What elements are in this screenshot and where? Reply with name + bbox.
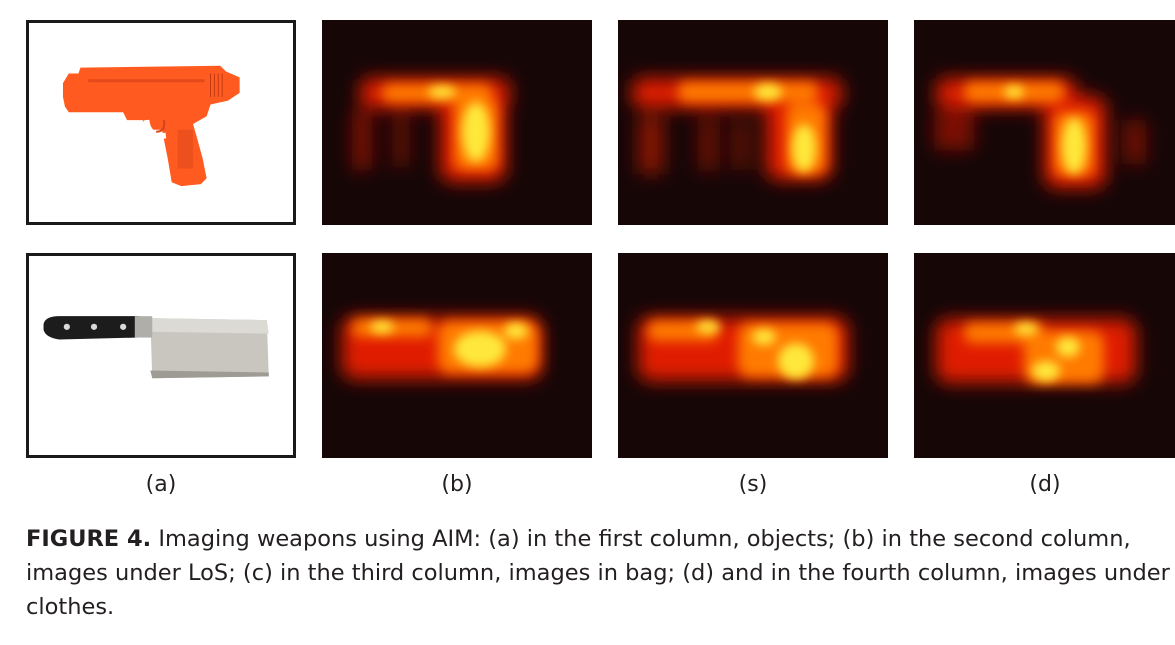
cleaver-clothes-heatmap xyxy=(914,253,1175,458)
heatmap-image xyxy=(934,78,1146,188)
column-label-a: (a) xyxy=(145,472,177,497)
heatmap-image xyxy=(342,317,542,379)
heatmap-image xyxy=(632,78,842,180)
cleaver-knife-image xyxy=(43,316,269,379)
figure-caption: FIGURE 4. Imaging weapons using AIM: (a)… xyxy=(26,522,1171,624)
heatmap-image xyxy=(936,319,1136,383)
column-label-d: (d) xyxy=(1029,472,1061,497)
pistol-los-heatmap xyxy=(322,20,592,225)
heatmap-image xyxy=(352,78,510,182)
heatmap-image xyxy=(638,317,848,381)
object-pistol-panel xyxy=(26,20,296,225)
cleaver-bag-heatmap xyxy=(618,253,888,458)
caption-text: Imaging weapons using AIM: (a) in the fi… xyxy=(26,526,1170,620)
pistol-clothes-heatmap xyxy=(914,20,1175,225)
cleaver-los-heatmap xyxy=(322,253,592,458)
column-label-b: (b) xyxy=(441,472,473,497)
pistol-bag-heatmap xyxy=(618,20,888,225)
pistol-image xyxy=(62,65,240,187)
caption-label: FIGURE 4. xyxy=(26,526,152,552)
column-label-s: (s) xyxy=(738,472,768,497)
object-cleaver-panel xyxy=(26,253,296,458)
